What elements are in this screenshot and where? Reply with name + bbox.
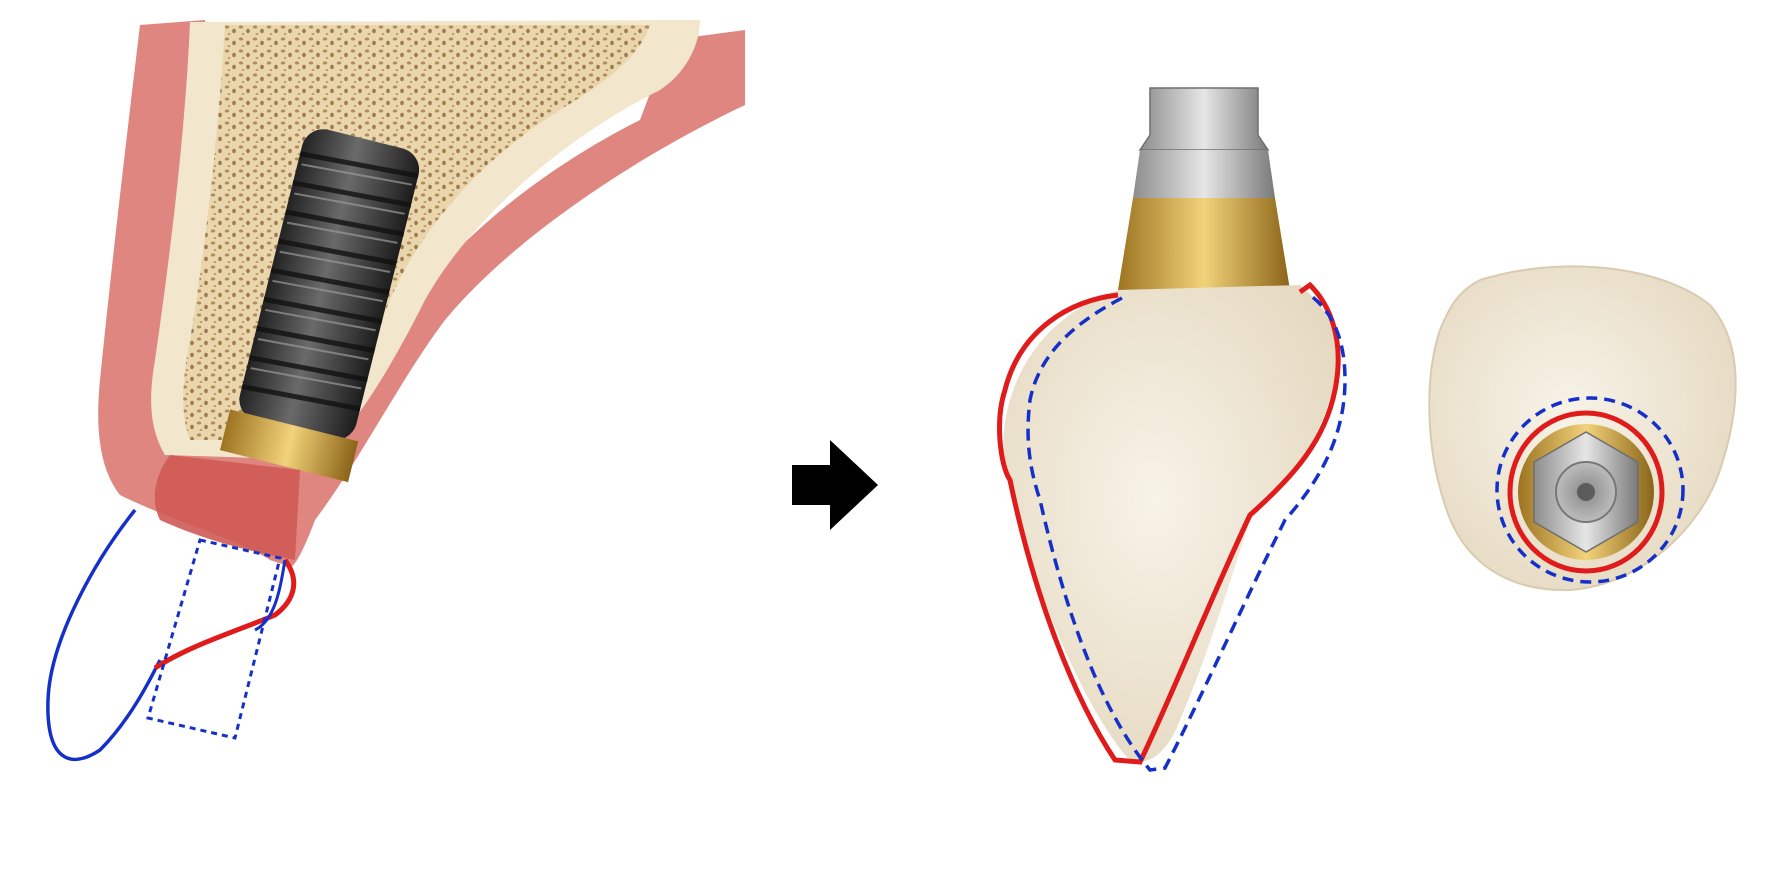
crown-occlusal-view [1428,265,1737,592]
right-arrow [792,440,878,530]
implant-cross-section [46,20,746,762]
gold-abutment [1118,198,1290,290]
occlusal-contour-red [1507,410,1665,574]
emergence-profile-red [153,558,297,671]
abutment-metal-neck [1133,150,1275,198]
implant-collar [219,409,359,483]
screw-socket [1577,483,1595,501]
crown-side-view [997,87,1347,772]
crown-contour-blue-dashed [1026,293,1347,772]
dashed-region-box [146,538,282,740]
transmucosal-outline-blue [254,559,287,632]
peri-implant-mucosa [154,455,300,560]
dental-implant [219,129,420,483]
crown-contour-red [997,281,1341,765]
crown-outline-blue [46,508,162,762]
crown-body [1003,285,1339,762]
abutment-screw-head [1138,87,1270,151]
occlusal-contour-blue-dashed [1495,396,1685,584]
